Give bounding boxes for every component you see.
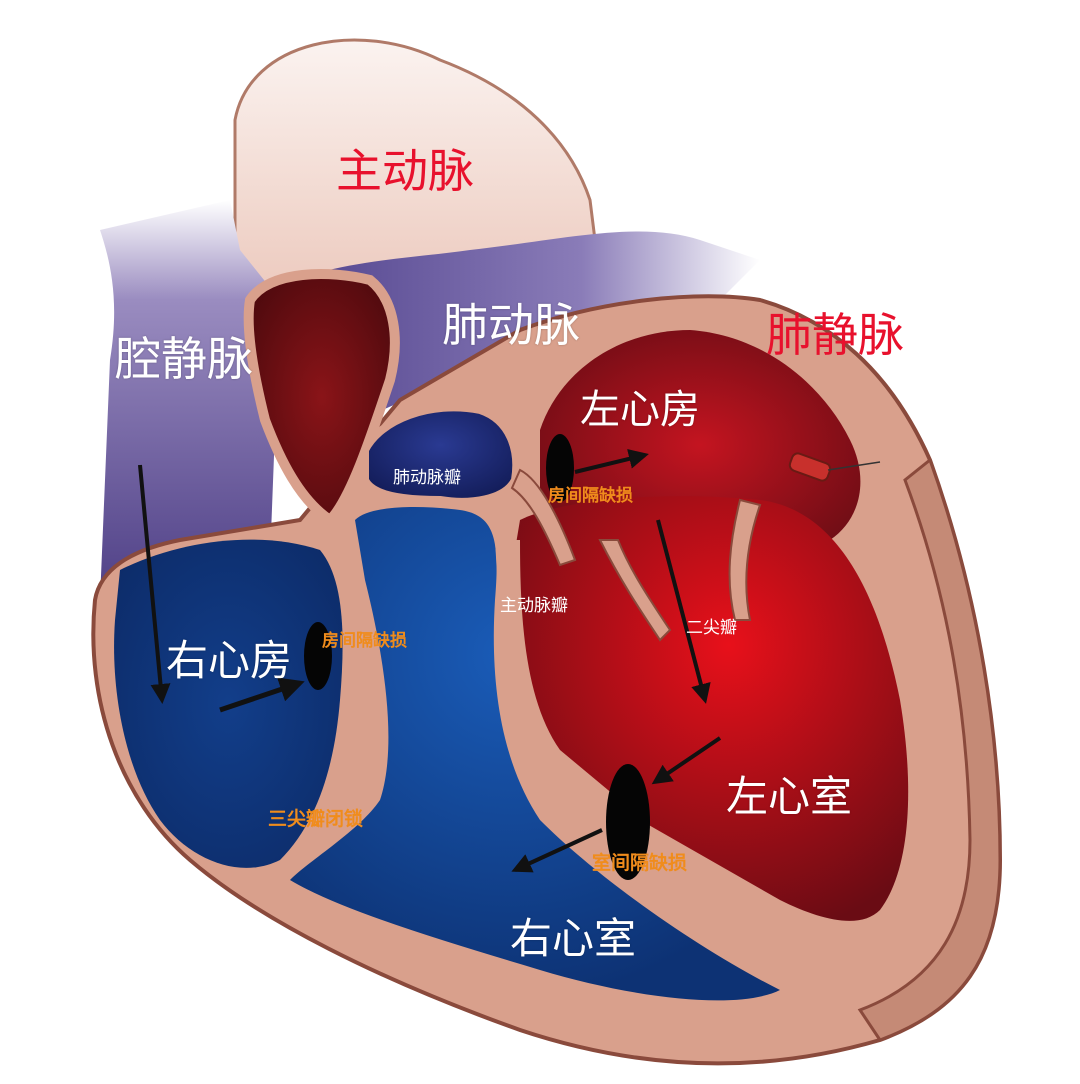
right-ventricle-label: 右心室	[510, 914, 637, 963]
asd-defect-left	[546, 434, 574, 502]
aorta-vessel	[233, 38, 602, 302]
tricuspid-atresia-label: 三尖瓣闭锁	[268, 808, 364, 830]
pulmonary-artery-label: 肺动脉	[442, 298, 580, 352]
aorta-lumen	[243, 269, 400, 527]
pulmonary-valve-label: 肺动脉瓣	[393, 468, 461, 488]
pulmonary-vein-tube	[788, 452, 832, 482]
right-ventricle-chamber	[290, 507, 780, 1001]
left-ventricle-label: 左心室	[726, 772, 853, 821]
pulmonary-vein-label: 肺静脉	[766, 308, 904, 362]
right-atrium-label: 右心房	[166, 636, 293, 685]
heart-side	[857, 457, 1002, 1042]
aortic-valve-label: 主动脉瓣	[500, 596, 568, 616]
mitral-valve-leaflet	[728, 498, 762, 621]
asd-label-right: 房间隔缺损	[322, 631, 407, 651]
vsd-label: 室间隔缺损	[592, 852, 688, 874]
arrow-vsd-to-rv	[511, 828, 603, 873]
asd-defect-right	[304, 622, 332, 690]
mitral-valve-leaflet	[598, 539, 672, 642]
arrow-vena-to-ra	[138, 464, 171, 704]
asd-label-left: 房间隔缺损	[548, 486, 633, 506]
aortic-valve-leaflet	[510, 468, 577, 567]
vena-cava-label: 腔静脉	[115, 332, 253, 386]
right-atrium-chamber	[114, 539, 343, 868]
left-atrium-label: 左心房	[580, 387, 700, 433]
arrow-la-to-lv	[656, 519, 711, 704]
vsd-defect	[606, 764, 650, 880]
arrow-ra-to-asd	[219, 677, 305, 713]
arrow-asd-to-la	[574, 449, 649, 474]
aorta-label: 主动脉	[336, 144, 474, 198]
arrow-lv-to-vsd	[651, 736, 722, 785]
mitral-valve-label: 二尖瓣	[686, 618, 737, 638]
left-ventricle-chamber	[509, 496, 909, 921]
